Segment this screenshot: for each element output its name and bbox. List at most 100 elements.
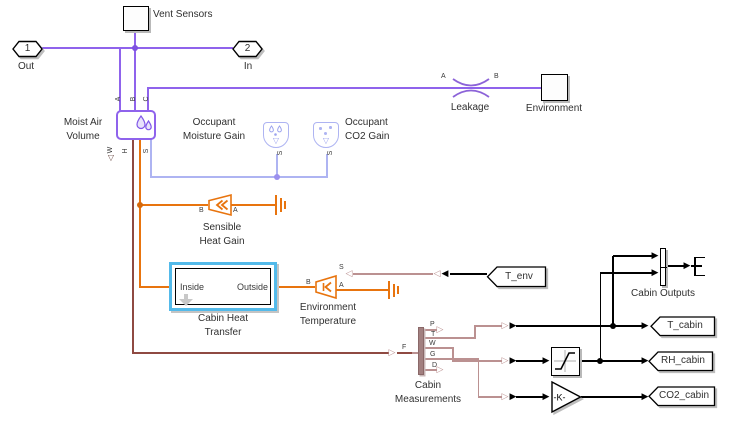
wire-p-stub[interactable] bbox=[425, 329, 437, 331]
wire-w-out[interactable] bbox=[425, 347, 453, 349]
signal-arrow-icon: ▶ bbox=[509, 392, 517, 402]
droplets-icon bbox=[136, 114, 152, 131]
block-gain[interactable]: -K- bbox=[551, 380, 583, 414]
signal-arrow-icon: ▶ bbox=[641, 392, 649, 402]
block-label-cabin-outputs: Cabin Outputs bbox=[631, 288, 695, 299]
port-label-s: S bbox=[327, 150, 334, 156]
source-arrow-icon: ▽ bbox=[322, 136, 330, 145]
wire-t-riser[interactable] bbox=[474, 325, 476, 339]
wire-to-inside[interactable] bbox=[139, 286, 170, 288]
wire-s-down[interactable] bbox=[150, 139, 152, 178]
ps-port-arrow-icon: ▷ bbox=[436, 325, 444, 335]
wire-t-out[interactable] bbox=[425, 337, 475, 339]
tag-t-cabin[interactable] bbox=[650, 316, 716, 337]
wire-w-drop[interactable] bbox=[452, 347, 454, 361]
wire-g-run[interactable] bbox=[478, 396, 502, 398]
block-sensible-heat-gain[interactable] bbox=[208, 193, 232, 217]
port-label-h: H bbox=[122, 148, 129, 154]
down-arrow-icon bbox=[184, 294, 188, 299]
block-saturation[interactable] bbox=[551, 347, 580, 376]
wire-tenv-to-s[interactable] bbox=[353, 273, 433, 275]
tag-co2-cabin[interactable] bbox=[648, 386, 716, 407]
tag-rh-cabin[interactable] bbox=[648, 351, 714, 372]
block-label-occupant-moisture: Moisture Gain bbox=[182, 131, 246, 142]
block-occupant-co2-gain[interactable]: ▽ bbox=[313, 122, 339, 148]
signal-arrow-icon: ▶ bbox=[651, 268, 659, 278]
wire-g-out[interactable] bbox=[425, 358, 479, 360]
port-label-f: F bbox=[402, 344, 407, 351]
moisture-droplets-icon bbox=[269, 125, 282, 136]
wire-to-tcabin[interactable] bbox=[516, 325, 642, 327]
wire-mux-in1[interactable] bbox=[613, 255, 653, 257]
wire-f-stub[interactable] bbox=[397, 352, 418, 354]
wire-t-run[interactable] bbox=[475, 325, 502, 327]
block-leakage[interactable] bbox=[452, 75, 490, 101]
block-label-cabin-heat-transfer: Transfer bbox=[204, 327, 242, 338]
ps-port-arrow-icon: ◁ bbox=[345, 269, 353, 279]
wire-to-gain[interactable] bbox=[516, 396, 544, 398]
wire-term-stub[interactable] bbox=[691, 265, 696, 267]
cabin-heat-transfer-frame bbox=[175, 268, 271, 305]
wire-sat-to-rhcabin[interactable] bbox=[581, 360, 642, 362]
wire-h-down[interactable] bbox=[139, 139, 141, 288]
wire-port-a[interactable] bbox=[119, 47, 121, 111]
wire-w-down[interactable] bbox=[132, 140, 134, 353]
wire-tenv-signal[interactable] bbox=[450, 273, 487, 275]
block-label-cabin-heat-transfer: Cabin Heat bbox=[197, 313, 249, 324]
block-cabin-outputs-mux[interactable] bbox=[660, 248, 667, 286]
wire-to-sensible-b[interactable] bbox=[139, 204, 208, 206]
signal-arrow-icon: ▶ bbox=[641, 321, 649, 331]
block-cabin-heat-transfer[interactable]: Inside Outside bbox=[169, 262, 277, 311]
wire-w-to-f[interactable] bbox=[132, 352, 389, 354]
wire-moisture-gain-stub[interactable] bbox=[276, 154, 278, 178]
tag-t-env[interactable] bbox=[486, 266, 547, 288]
wire-f-left-stub[interactable] bbox=[412, 352, 418, 354]
wire-w-run[interactable] bbox=[452, 360, 502, 362]
signal-arrow-icon: ▶ bbox=[509, 356, 517, 366]
signal-arrow-icon: ▶ bbox=[542, 392, 550, 402]
port-label-a: A bbox=[339, 282, 344, 289]
wire-sensible-a-term[interactable] bbox=[231, 204, 276, 206]
thermal-reference-icon bbox=[397, 286, 399, 294]
wire-vent-to-port-b[interactable] bbox=[134, 31, 136, 111]
block-vent-sensors[interactable] bbox=[123, 6, 149, 31]
wire-mux-in2[interactable] bbox=[600, 272, 653, 274]
port-label-s: S bbox=[277, 150, 284, 156]
block-label-cabin-measurements: Cabin bbox=[414, 380, 442, 391]
wire-outside-to-b[interactable] bbox=[276, 286, 315, 288]
wire-d-stub[interactable] bbox=[425, 369, 437, 371]
block-label-occupant-moisture: Occupant bbox=[192, 117, 236, 128]
wire-occupant-bus[interactable] bbox=[150, 176, 328, 178]
tag-label-t-env: T_env bbox=[505, 271, 533, 282]
block-label-environment-temperature: Temperature bbox=[299, 316, 357, 327]
block-occupant-moisture-gain[interactable]: ▽ bbox=[263, 122, 289, 148]
thermal-reference-icon bbox=[388, 281, 390, 299]
signal-arrow-icon: ◀ bbox=[441, 269, 449, 279]
wire-to-saturation[interactable] bbox=[516, 360, 544, 362]
wire-tcabin-riser[interactable] bbox=[612, 256, 614, 327]
block-cabin-measurements[interactable] bbox=[418, 327, 424, 375]
ps-port-arrow-icon: ▷ bbox=[501, 392, 509, 402]
wire-g-drop[interactable] bbox=[477, 358, 479, 397]
wire-co2-gain-stub[interactable] bbox=[326, 154, 328, 178]
port-label-b: B bbox=[306, 279, 311, 286]
unconnected-port-icon: ▽ bbox=[107, 153, 115, 162]
port-label-inside: Inside bbox=[180, 282, 205, 292]
ps-port-arrow-icon: ▷ bbox=[436, 365, 444, 375]
wire-port-c-up[interactable] bbox=[147, 87, 149, 111]
wire-gain-to-co2cabin[interactable] bbox=[581, 396, 642, 398]
junction-dot bbox=[132, 45, 138, 51]
wire-c-leakage-environment[interactable] bbox=[147, 87, 541, 89]
thermal-reference-icon bbox=[279, 198, 282, 212]
signal-arrow-icon: ▶ bbox=[542, 356, 550, 366]
terminator-icon bbox=[694, 256, 705, 258]
wire-mux-out[interactable] bbox=[667, 265, 685, 267]
block-environment-temperature[interactable] bbox=[315, 274, 337, 300]
wire-envtemp-a-term[interactable] bbox=[336, 289, 389, 291]
block-environment[interactable] bbox=[541, 74, 568, 101]
port-label-a: A bbox=[441, 73, 446, 80]
port-label-d: D bbox=[432, 362, 438, 369]
port-in-shape[interactable] bbox=[232, 40, 263, 58]
port-out-shape[interactable] bbox=[12, 40, 43, 58]
wire-rh-riser[interactable] bbox=[599, 273, 601, 362]
